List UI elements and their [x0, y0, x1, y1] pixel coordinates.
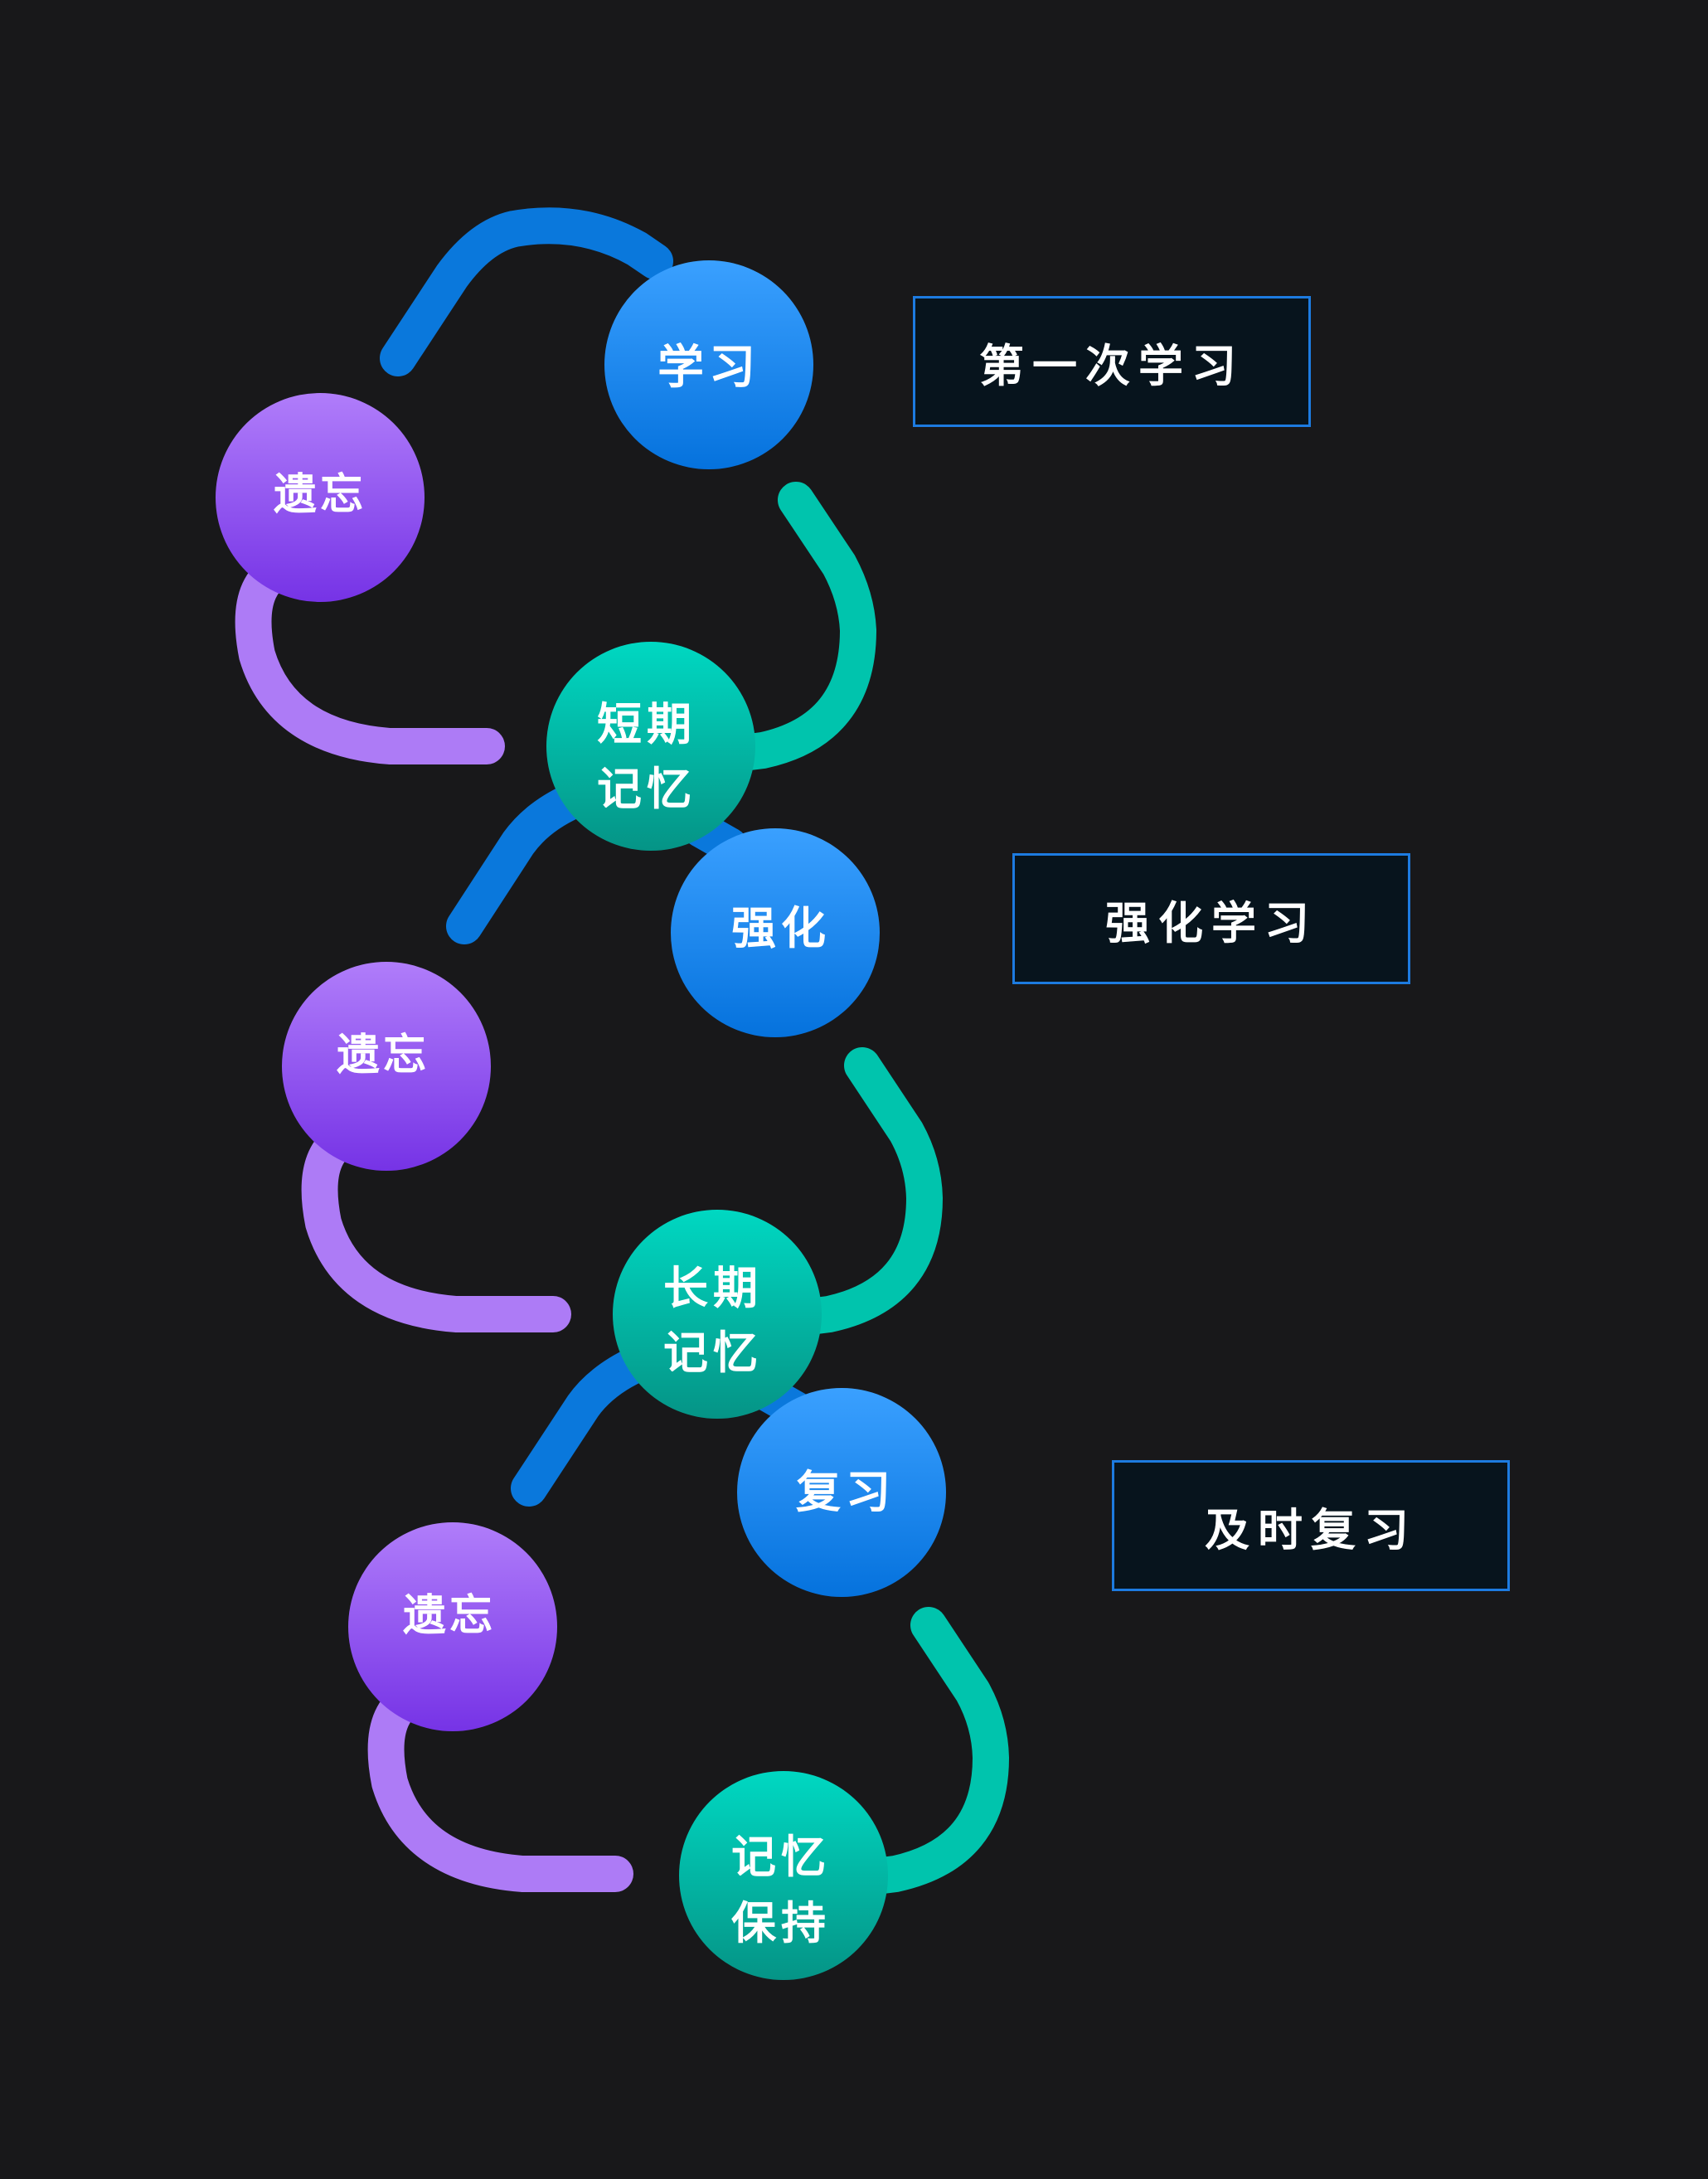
node-learn: 学习: [604, 260, 813, 469]
label-first-study-text: 第一次学习: [979, 338, 1245, 392]
node-long-term-line1: 长期: [663, 1261, 763, 1314]
node-forget-2-label: 遗忘: [337, 1030, 429, 1080]
node-learn-label: 学习: [657, 340, 760, 395]
learn-top-arc: [380, 207, 673, 376]
node-forget-3: 遗忘: [348, 1522, 557, 1731]
label-intensive-study: 强化学习: [1012, 853, 1410, 984]
node-long-term-memory: 长期 记忆: [613, 1210, 822, 1419]
node-reinforce: 强化: [671, 828, 880, 1037]
node-forget-3-label: 遗忘: [403, 1590, 496, 1641]
node-review-label: 复习: [796, 1465, 895, 1518]
reinforce-blue-arc: [446, 783, 590, 944]
node-long-term-line2: 记忆: [663, 1326, 763, 1379]
long-term-teal-arc: [778, 1047, 944, 1337]
node-short-term-memory: 短期 记忆: [546, 642, 755, 851]
node-retention-line2: 保持: [731, 1896, 831, 1949]
node-reinforce-label: 强化: [731, 901, 831, 954]
node-forget-2: 遗忘: [282, 962, 491, 1171]
node-forget-1: 遗忘: [216, 393, 425, 602]
review-blue-arc: [511, 1346, 655, 1507]
label-timely-review: 及时复习: [1112, 1460, 1510, 1591]
short-term-teal-arc: [711, 482, 877, 773]
node-memory-retention: 记忆 保持: [679, 1771, 888, 1980]
label-intensive-study-text: 强化学习: [1105, 895, 1317, 949]
node-retention-line1: 记忆: [731, 1830, 831, 1883]
node-review: 复习: [737, 1388, 946, 1597]
node-short-term-line1: 短期: [597, 697, 696, 750]
node-short-term-line2: 记忆: [597, 762, 696, 815]
label-timely-review-text: 及时复习: [1205, 1502, 1417, 1556]
retention-teal-arc: [844, 1607, 1010, 1896]
node-forget-1-label: 遗忘: [274, 469, 366, 520]
label-first-study: 第一次学习: [913, 296, 1311, 427]
